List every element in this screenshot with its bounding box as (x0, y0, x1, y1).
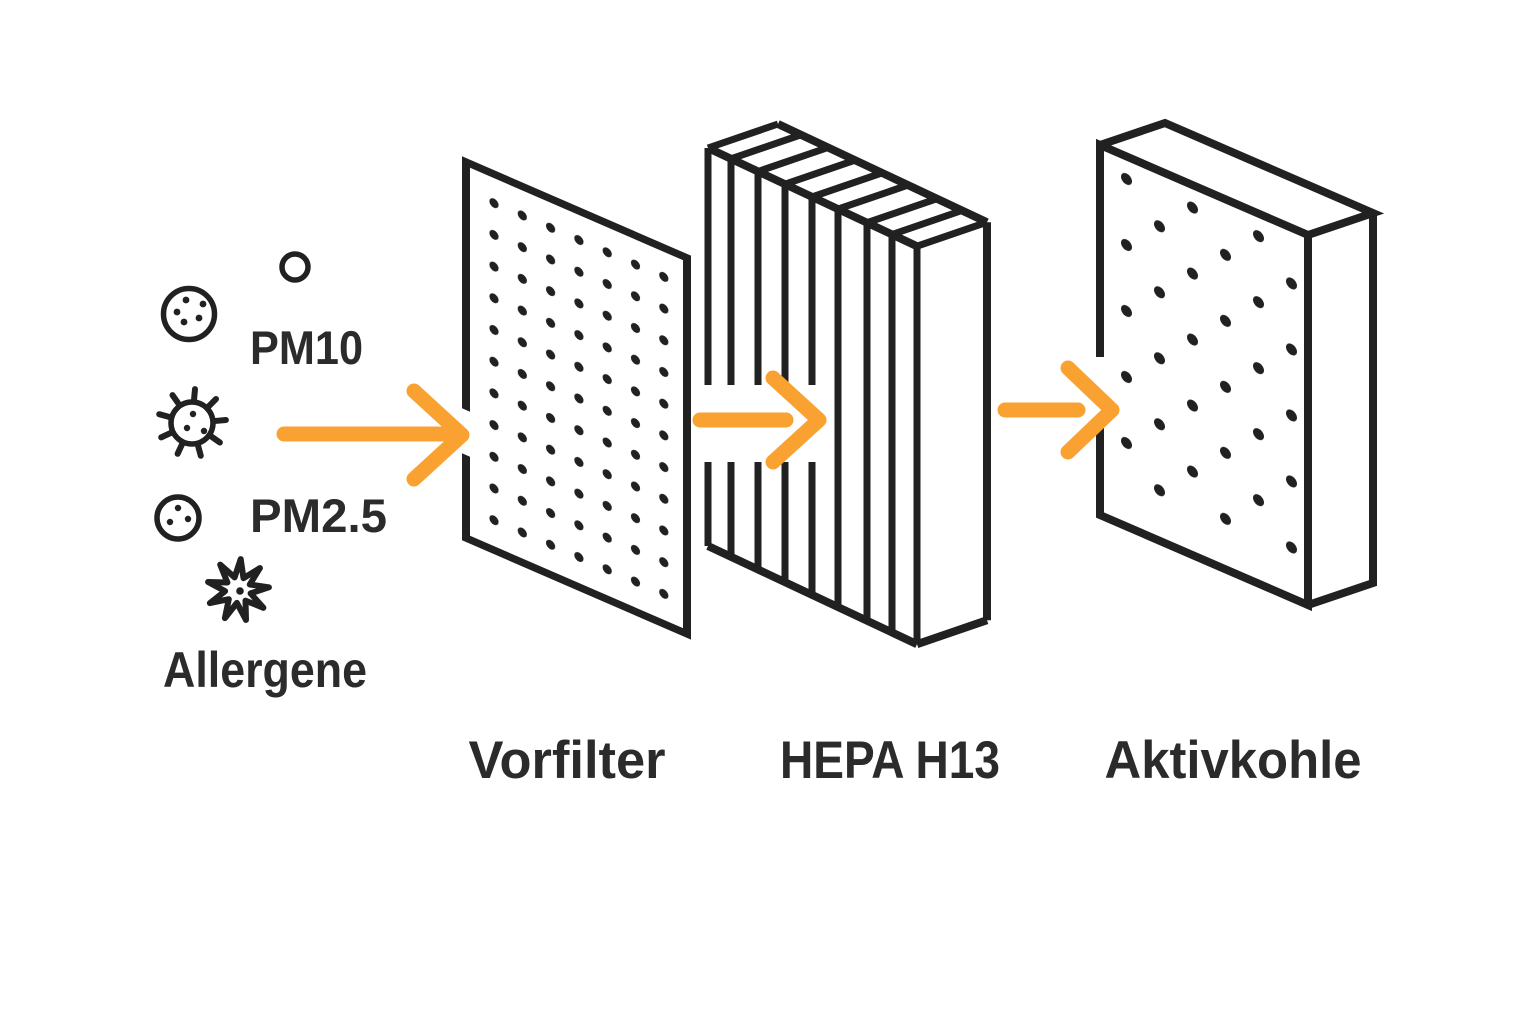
allergens-label: Allergene (163, 642, 367, 698)
flow-arrow-2 (692, 370, 827, 470)
pm25-label: PM2.5 (250, 489, 387, 542)
pm25-particle-icon (154, 494, 202, 542)
hepa-label: HEPA H13 (780, 731, 1000, 790)
pm10-label: PM10 (250, 321, 363, 374)
prefilter-dot-mesh (479, 181, 673, 604)
small-particle-icon (279, 251, 311, 283)
prefilter-panel (462, 156, 691, 640)
carbon-filter (1096, 118, 1385, 612)
flow-arrow-3 (997, 360, 1120, 460)
carbon-label: Aktivkohle (1105, 731, 1362, 790)
pollutant-icons (154, 251, 311, 623)
virus-icon (156, 386, 229, 459)
allergen-star-icon (205, 556, 272, 623)
hepa-filter (704, 120, 991, 648)
prefilter-label: Vorfilter (469, 731, 666, 790)
pm10-particle-icon (160, 285, 218, 343)
flow-arrow-1 (276, 383, 470, 487)
carbon-dot-mesh (1110, 155, 1298, 577)
